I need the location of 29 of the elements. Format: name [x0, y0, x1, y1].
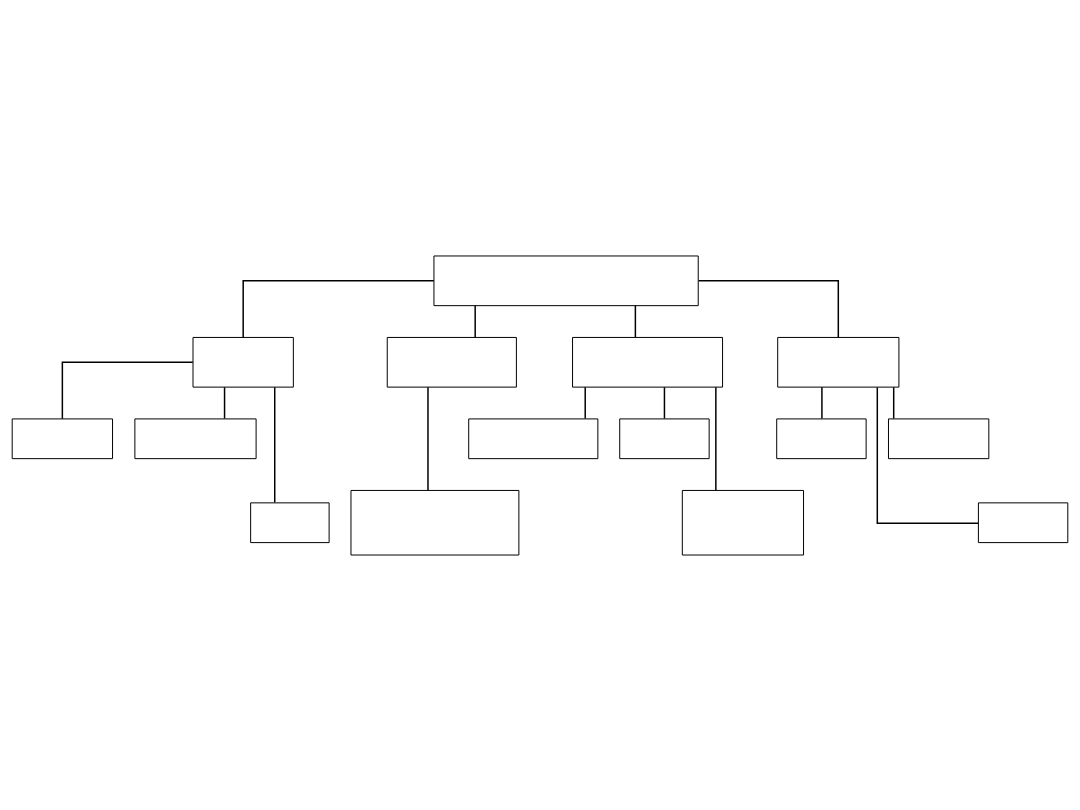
node-box: [572, 336, 724, 388]
connector: [223, 386, 226, 419]
node-box: [192, 336, 294, 388]
node-box: [619, 417, 710, 459]
connector: [242, 279, 435, 338]
node-box: [11, 417, 114, 459]
connector: [821, 386, 823, 419]
node-box: [776, 417, 867, 459]
node-box: [468, 417, 599, 459]
node-box: [888, 417, 990, 459]
connector: [876, 386, 979, 524]
connector: [663, 386, 666, 419]
node-box: [777, 336, 900, 388]
node-box: [134, 417, 257, 459]
node-box: [977, 501, 1069, 543]
connector: [697, 279, 840, 338]
connector: [892, 386, 895, 419]
node-box: [350, 489, 520, 556]
connector: [584, 386, 586, 419]
connector: [427, 386, 429, 491]
node-box: [433, 254, 699, 306]
connector: [274, 386, 276, 503]
connector: [715, 386, 717, 491]
node-box: [681, 489, 805, 556]
node-box: [250, 501, 330, 543]
node-box: [386, 336, 517, 388]
connector: [474, 304, 476, 338]
connector: [61, 361, 194, 419]
connector: [634, 304, 637, 338]
